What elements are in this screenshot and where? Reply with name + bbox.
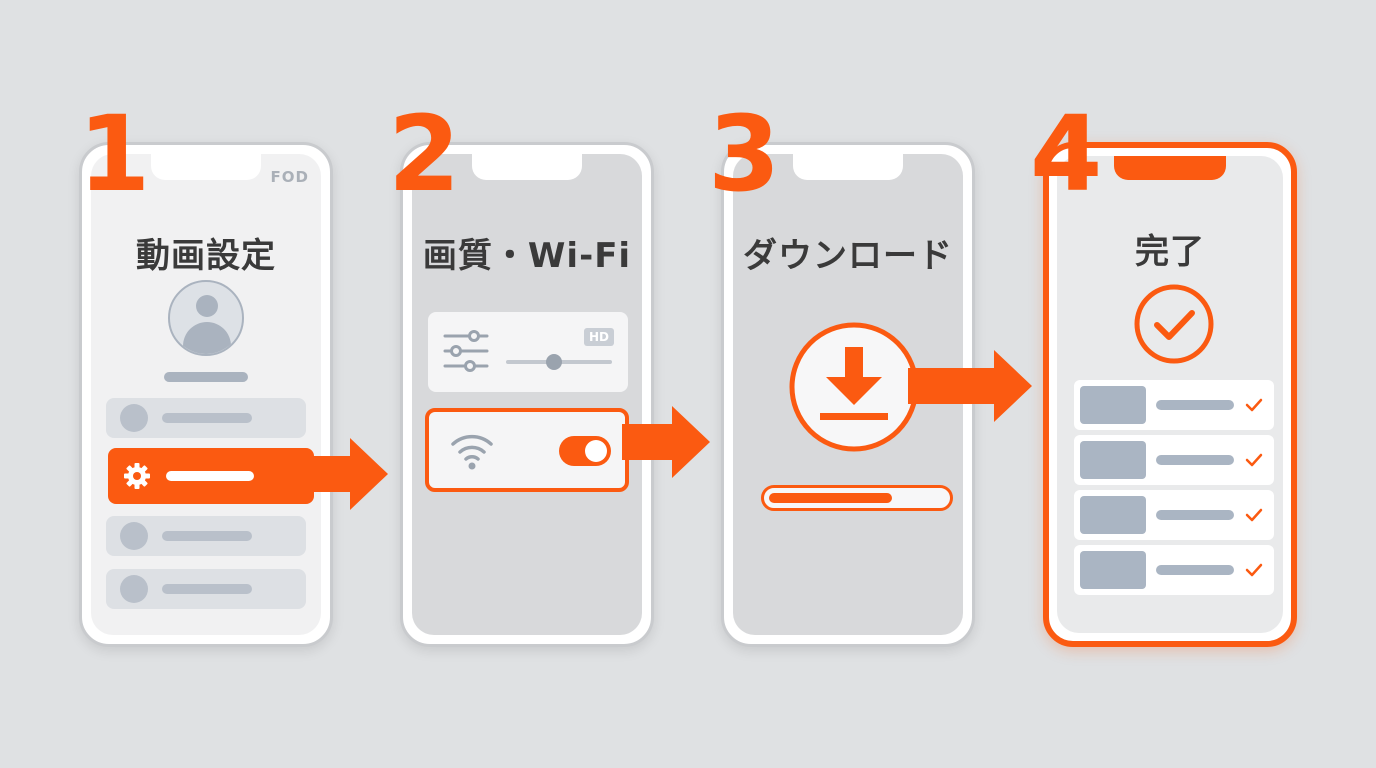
step-number-4: 4 (1030, 93, 1103, 215)
step-title: 完了 (1135, 232, 1205, 272)
phone-step-1: FOD 動画設定 (79, 142, 333, 647)
menu-item[interactable] (106, 398, 306, 438)
completed-list-item[interactable] (1074, 435, 1274, 485)
step-number-3: 3 (708, 93, 781, 215)
wifi-setting-card[interactable] (425, 408, 629, 492)
sliders-icon (443, 330, 489, 372)
phone-screen: 画質・Wi-Fi HD (412, 154, 642, 635)
video-thumbnail (1080, 496, 1146, 534)
quality-slider[interactable] (506, 354, 612, 370)
completed-list-item[interactable] (1074, 380, 1274, 430)
progress-fill (769, 493, 892, 503)
quality-settings-card[interactable]: HD (428, 312, 628, 392)
step-number-1: 1 (78, 93, 151, 215)
completed-list-item[interactable] (1074, 490, 1274, 540)
arrow-right-icon (908, 350, 1032, 422)
phone-step-2: 画質・Wi-Fi HD (400, 142, 654, 647)
download-progress-bar (761, 485, 953, 511)
menu-item-settings-selected[interactable] (108, 448, 314, 504)
phone-step-4: 完了 (1043, 142, 1297, 647)
check-icon (1245, 508, 1263, 522)
wifi-icon (451, 434, 493, 470)
menu-item[interactable] (106, 516, 306, 556)
checkmark-circle-icon (1134, 284, 1214, 364)
phone-screen: FOD 動画設定 (91, 154, 321, 635)
slider-knob[interactable] (546, 354, 562, 370)
avatar-icon (168, 280, 244, 356)
video-thumbnail (1080, 441, 1146, 479)
phone-notch (151, 154, 261, 180)
gear-icon (124, 463, 150, 489)
video-thumbnail (1080, 551, 1146, 589)
download-icon[interactable] (786, 319, 922, 455)
check-icon (1245, 563, 1263, 577)
phone-notch (1114, 156, 1226, 180)
arrow-right-icon (622, 406, 710, 478)
phone-screen: 完了 (1057, 156, 1283, 633)
menu-item[interactable] (106, 569, 306, 609)
wifi-toggle[interactable] (559, 436, 611, 466)
phone-notch (793, 154, 903, 180)
step-title: 画質・Wi-Fi (422, 236, 632, 276)
arrow-right-icon (300, 438, 388, 510)
profile-name-placeholder (164, 372, 248, 382)
step-number-2: 2 (388, 93, 461, 215)
phone-notch (472, 154, 582, 180)
step-title: 動画設定 (136, 236, 276, 276)
check-icon (1245, 398, 1263, 412)
completed-list-item[interactable] (1074, 545, 1274, 595)
video-thumbnail (1080, 386, 1146, 424)
step-title: ダウンロード (743, 236, 953, 276)
hd-badge: HD (584, 328, 614, 346)
brand-logo: FOD (270, 168, 309, 186)
check-icon (1245, 453, 1263, 467)
